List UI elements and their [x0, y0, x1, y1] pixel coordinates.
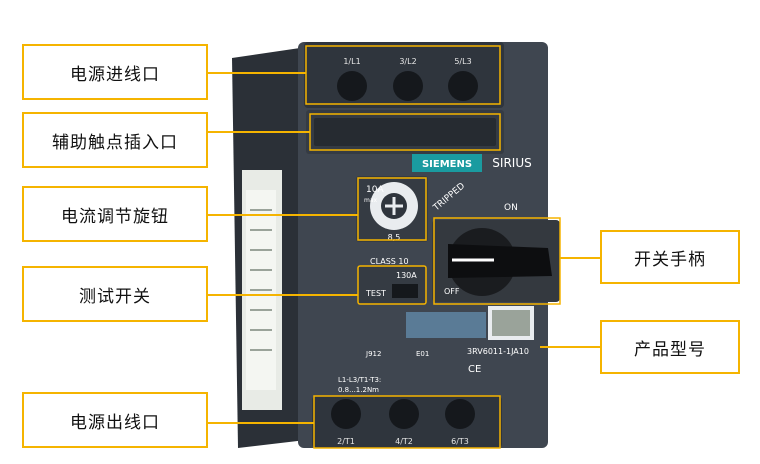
terminal-screw-2: [393, 71, 423, 101]
callout-power-in: 电源进线口: [22, 44, 208, 100]
highlight-aux-slot: [309, 113, 501, 151]
class-label: CLASS 10: [370, 257, 409, 266]
test-label: TEST: [365, 289, 386, 298]
on-label: ON: [504, 203, 518, 213]
off-label: OFF: [444, 287, 460, 296]
terminal-spec-torque: 0.8...1.2Nm: [338, 386, 379, 394]
terminal-bottom-label-3: 6/T3: [451, 437, 469, 446]
dial-max-sub: max: [364, 197, 378, 204]
terminal-screw-5: [389, 399, 419, 429]
rotary-handle: [432, 220, 560, 302]
side-panel: [232, 48, 306, 448]
terminal-top-label-1: 1/L1: [343, 57, 360, 66]
leader-test-switch: [208, 294, 358, 296]
highlight-top-terminals: [305, 45, 501, 105]
terminal-top-label-2: 3/L2: [399, 57, 416, 66]
test-button: [392, 284, 418, 298]
terminal-screw-6: [445, 399, 475, 429]
highlight-handle: [433, 217, 561, 305]
terminal-spec: L1-L3/T1-T3:: [338, 376, 381, 384]
brand-strip: SIEMENS SIRIUS: [412, 154, 532, 172]
callout-test-switch: 测试开关: [22, 266, 208, 322]
ce-mark: CE: [468, 364, 481, 375]
series-name: SIRIUS: [492, 156, 531, 170]
dial-max-value: 10A: [366, 185, 384, 195]
leader-power-out: [208, 422, 314, 424]
dial-min-value: 8,5: [388, 233, 401, 242]
leader-power-in: [208, 72, 306, 74]
terminal-bottom-label-2: 4/T2: [395, 437, 413, 446]
callout-handle: 开关手柄: [600, 230, 740, 284]
current-dial: 10A max 8,5: [356, 176, 428, 242]
highlight-bottom-terminals: [313, 395, 501, 449]
aux-contact-slot: [306, 110, 504, 154]
callout-aux-contact: 辅助触点插入口: [22, 112, 208, 168]
part-number: 3RV6011-1JA10: [467, 347, 529, 356]
leader-handle: [560, 257, 600, 259]
current-rating: 130A: [396, 271, 417, 280]
top-terminal-block: 1/L1 3/L2 5/L3: [304, 42, 504, 108]
terminal-bottom-label-1: 2/T1: [337, 437, 355, 446]
terminal-screw-3: [448, 71, 478, 101]
bottom-terminal-block: 2/T1 4/T2 6/T3: [312, 396, 502, 448]
terminal-screw-4: [331, 399, 361, 429]
model-strip: 3RV6011-1JA10 J912 E01 CE L1-L3/T1-T3: 0…: [338, 306, 534, 394]
callout-model: 产品型号: [600, 320, 740, 374]
marking-left: J912: [365, 350, 381, 358]
highlight-dial: [357, 177, 427, 241]
brand-logo: SIEMENS: [422, 159, 472, 170]
test-area: CLASS 10 130A TEST: [357, 257, 427, 305]
callout-power-out: 电源出线口: [22, 392, 208, 448]
leader-aux-contact: [208, 131, 310, 133]
leader-current-knob: [208, 214, 358, 216]
marking-mid: E01: [416, 350, 429, 358]
terminal-top-label-3: 5/L3: [454, 57, 471, 66]
callout-current-knob: 电流调节旋钮: [22, 186, 208, 242]
terminal-screw-1: [337, 71, 367, 101]
leader-model: [540, 346, 600, 348]
